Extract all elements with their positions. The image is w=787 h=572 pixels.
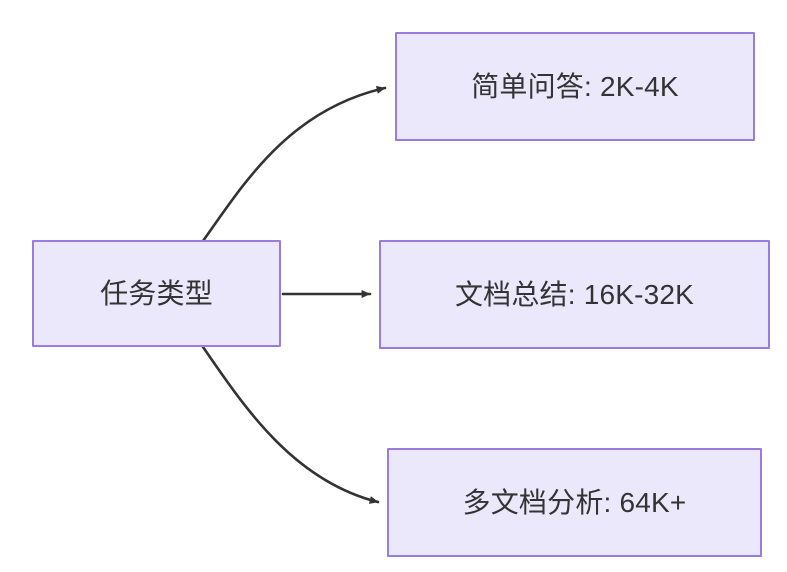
edge-source-to-multidoc: [201, 345, 380, 504]
node-simple-qa[interactable]: 简单问答: 2K-4K: [395, 32, 755, 141]
edge-source-to-simple: [201, 85, 387, 243]
node-simple-qa-label: 简单问答: 2K-4K: [471, 70, 679, 102]
node-document-summary-label: 文档总结: 16K-32K: [454, 278, 695, 310]
node-document-summary[interactable]: 文档总结: 16K-32K: [379, 240, 770, 349]
node-multi-document-analysis-label: 多文档分析: 64K+: [462, 486, 687, 518]
node-multi-document-analysis[interactable]: 多文档分析: 64K+: [387, 448, 762, 557]
node-task-type[interactable]: 任务类型: [32, 240, 281, 347]
node-task-type-label: 任务类型: [100, 277, 213, 309]
